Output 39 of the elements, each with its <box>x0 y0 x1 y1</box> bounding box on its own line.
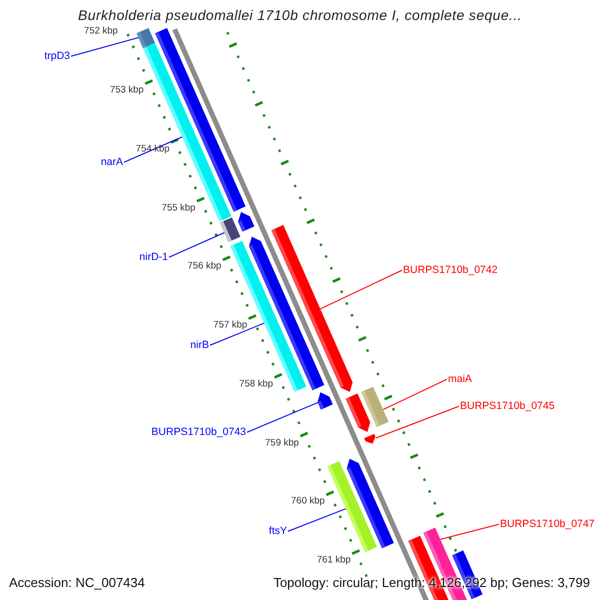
gene-label: BURPS1710b_0747 <box>500 519 595 530</box>
leader-line <box>320 270 402 310</box>
gene-bar <box>346 458 394 548</box>
gene-label: trpD3 <box>44 51 70 62</box>
gene-label: BURPS1710b_0743 <box>151 427 246 438</box>
gene-bar <box>364 434 376 444</box>
leader-line <box>168 232 225 258</box>
leader-line <box>376 406 460 438</box>
gene-bar <box>318 392 333 410</box>
leader-line <box>288 508 346 532</box>
scale-label: 754 kbp <box>136 144 170 154</box>
accession-text: Accession: NC_007434 <box>9 576 145 589</box>
gene-label: narA <box>100 157 123 168</box>
scale-label: 761 kbp <box>316 555 351 565</box>
scale-label: 752 kbp <box>84 26 118 36</box>
scale-label: 758 kbp <box>239 379 274 389</box>
gene-label: BURPS1710b_0742 <box>403 265 498 276</box>
scale-label: 759 kbp <box>265 438 299 448</box>
scale-label: 760 kbp <box>291 496 325 506</box>
gene-bar <box>155 28 246 212</box>
leader-line <box>246 402 318 433</box>
leader-line <box>70 37 139 57</box>
gene-bar <box>220 217 240 242</box>
gene-label: BURPS1710b_0745 <box>460 401 555 412</box>
leader-line <box>124 136 183 163</box>
genome-info-text: Topology: circular; Length: 4,126,292 bp; Genes: 3,799 <box>273 576 590 589</box>
gene-label: nirB <box>190 340 209 350</box>
scale-label: 756 kbp <box>188 262 222 272</box>
gene-bar <box>346 394 370 432</box>
gene-bar <box>238 212 254 232</box>
leader-line <box>440 524 500 540</box>
leader-line <box>382 378 448 410</box>
scale-label: 755 kbp <box>162 202 196 212</box>
leader-line <box>210 322 265 346</box>
gene-label: nirD-1 <box>139 252 168 262</box>
scale-label: 753 kbp <box>110 85 144 95</box>
gene-label: maiA <box>448 374 472 384</box>
gene-label: ftsY <box>268 526 287 536</box>
scale-label: 757 kbp <box>213 320 248 330</box>
